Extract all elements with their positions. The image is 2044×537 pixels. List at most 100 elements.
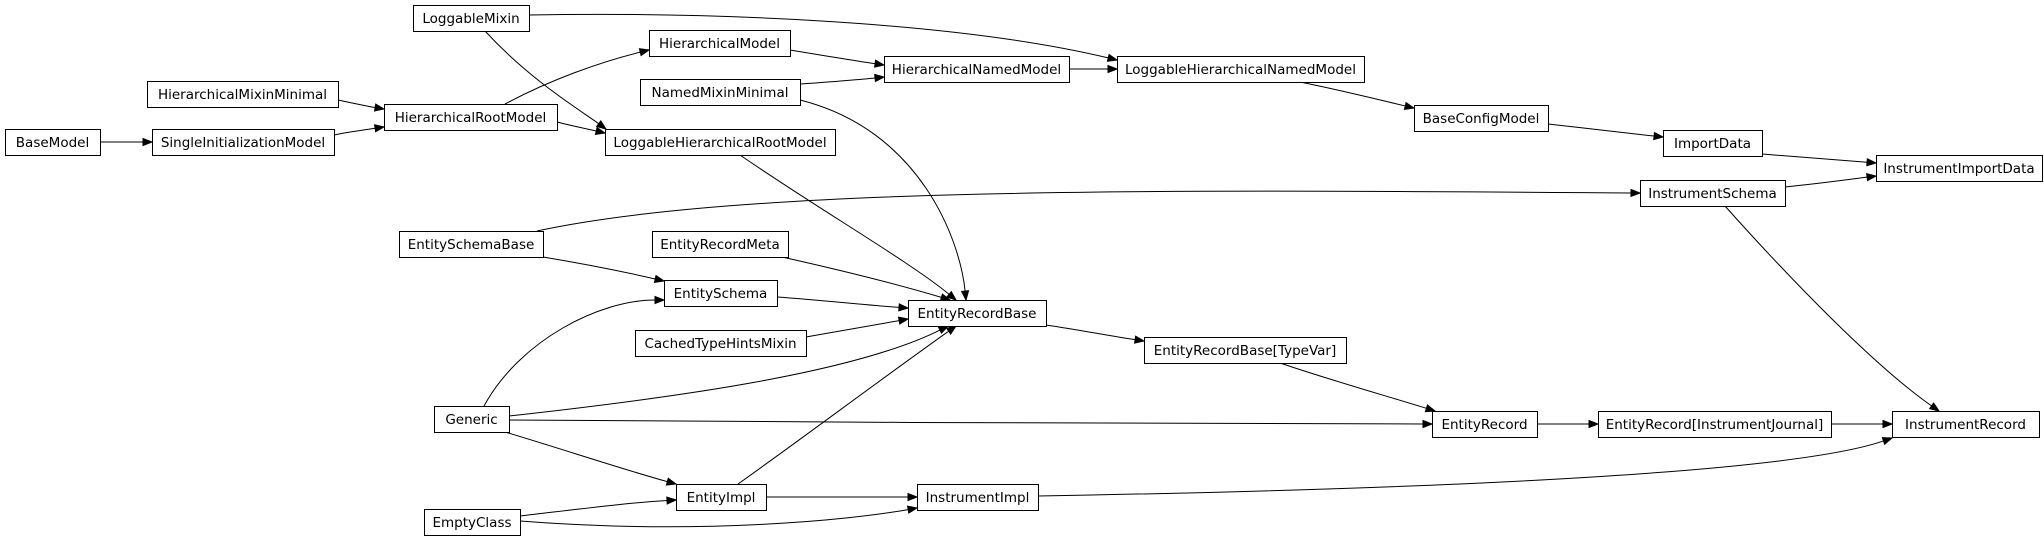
edge-loggable-mixin-to-loggable-hierarchical-named-model (528, 13, 1119, 62)
node-box (1876, 155, 2043, 182)
node-box (649, 30, 791, 57)
node-box (147, 81, 339, 108)
edge-line (1761, 153, 1868, 163)
node-box (1144, 337, 1347, 364)
edge-empty-class-to-instrument-impl (519, 505, 919, 528)
node-label: ImportData (1674, 136, 1751, 152)
arrowhead-icon (638, 48, 651, 57)
node-box (884, 56, 1070, 83)
arrowhead-icon (960, 290, 970, 302)
arrowhead-icon (1653, 131, 1665, 141)
arrowhead-icon (1882, 419, 1894, 429)
node-label: EntitySchemaBase (408, 237, 535, 253)
edge-instrument-schema-to-instrument-import-data (1784, 173, 1878, 188)
node-label: HierarchicalModel (659, 36, 780, 52)
edge-line (508, 329, 941, 417)
edge-line (1547, 123, 1655, 137)
node-instrument-record: InstrumentRecord (1892, 411, 2040, 438)
edge-hierarchical-root-model-to-loggable-hierarchical-root-model (556, 121, 607, 135)
node-import-data: ImportData (1663, 130, 1763, 157)
edge-entity-impl-to-entity-record-base (737, 325, 958, 485)
node-label: EntityImpl (687, 490, 756, 506)
edge-line (1279, 362, 1427, 409)
node-hierarchical-model: HierarchicalModel (649, 30, 791, 57)
edge-entity-schema-base-to-entity-schema (542, 256, 666, 283)
edge-line (542, 256, 656, 280)
edge-line (805, 320, 900, 338)
node-label: EntityRecord (1441, 417, 1527, 433)
edge-instrument-impl-to-instrument-record (1037, 437, 1894, 497)
node-label: LoggableMixin (422, 11, 519, 27)
arrowhead-icon (665, 477, 678, 486)
arrowhead-icon (907, 492, 919, 502)
edge-hierarchical-model-to-hierarchical-named-model (789, 49, 886, 68)
node-label: NamedMixinMinimal (652, 85, 789, 101)
edge-line (337, 99, 376, 109)
node-label: InstrumentImpl (926, 490, 1030, 506)
node-label: InstrumentRecord (1905, 417, 2026, 433)
arrowhead-icon (594, 126, 607, 135)
node-box (1663, 130, 1763, 157)
node-named-mixin-minimal: NamedMixinMinimal (640, 79, 801, 106)
node-loggable-hierarchical-named-model: LoggableHierarchicalNamedModel (1117, 56, 1365, 83)
arrowhead-icon (873, 59, 886, 68)
node-box (413, 5, 530, 32)
edge-cached-type-hints-mixin-to-entity-record-base (805, 316, 910, 338)
edge-empty-class-to-entity-impl (519, 496, 678, 517)
edge-single-initialization-model-to-hierarchical-root-model (333, 124, 386, 136)
edge-line (484, 30, 600, 125)
edge-entity-record-base-to-entity-record-base-type-var (1045, 324, 1146, 344)
edge-instrument-schema-to-instrument-record (1724, 205, 1941, 412)
edge-entity-record-base-type-var-to-entity-record (1279, 362, 1437, 413)
node-instrument-schema: InstrumentSchema (1640, 180, 1786, 207)
node-entity-schema: EntitySchema (664, 280, 778, 307)
node-entity-record-meta: EntityRecordMeta (652, 231, 789, 258)
arrowhead-icon (1424, 404, 1437, 413)
node-label: HierarchicalRootModel (395, 110, 547, 126)
arrowhead-icon (898, 303, 910, 312)
edge-base-model-to-single-initialization-model (100, 137, 154, 147)
node-entity-record: EntityRecord (1432, 411, 1538, 438)
node-instrument-import-data: InstrumentImportData (1876, 155, 2043, 182)
node-empty-class: EmptyClass (424, 509, 521, 536)
node-box (152, 129, 335, 156)
edge-entity-schema-to-entity-record-base (776, 296, 910, 312)
node-box (917, 484, 1039, 511)
node-box (1598, 411, 1832, 438)
arrowhead-icon (1881, 437, 1894, 446)
node-box (605, 129, 836, 156)
edge-line (508, 419, 1424, 425)
node-cached-type-hints-mixin: CachedTypeHintsMixin (635, 330, 807, 357)
node-label: EntityRecord[InstrumentJournal] (1606, 417, 1824, 433)
node-instrument-impl: InstrumentImpl (917, 484, 1039, 511)
node-box (635, 330, 807, 357)
arrowhead-icon (1133, 335, 1146, 344)
node-box (640, 79, 801, 106)
node-entity-schema-base: EntitySchemaBase (399, 231, 544, 258)
edge-entity-record-to-entity-record-instrument-journal (1537, 419, 1600, 429)
edge-generic-to-entity-record (508, 419, 1434, 429)
node-label: Generic (445, 412, 497, 428)
arrowhead-icon (897, 316, 910, 325)
node-box (384, 104, 558, 131)
node-label: InstrumentImportData (1883, 161, 2034, 177)
arrowhead-icon (1107, 64, 1119, 74)
node-label: EntityRecordBase (918, 306, 1037, 322)
node-box (664, 280, 778, 307)
arrowhead-icon (945, 325, 958, 335)
node-entity-record-instrument-journal: EntityRecord[InstrumentJournal] (1598, 411, 1832, 438)
node-label: HierarchicalNamedModel (892, 62, 1061, 78)
arrowhead-icon (874, 73, 886, 83)
edge-line (1045, 324, 1136, 341)
edge-base-config-model-to-import-data (1547, 123, 1665, 141)
node-box (908, 300, 1047, 327)
node-label: InstrumentSchema (1648, 186, 1777, 202)
node-entity-record-base: EntityRecordBase (908, 300, 1047, 327)
node-label: EntityRecordMeta (660, 237, 780, 253)
edge-loggable-hierarchical-root-model-to-entity-record-base (739, 154, 958, 301)
edge-line (536, 190, 1632, 232)
edge-line (781, 256, 942, 298)
edge-import-data-to-instrument-import-data (1761, 153, 1878, 167)
